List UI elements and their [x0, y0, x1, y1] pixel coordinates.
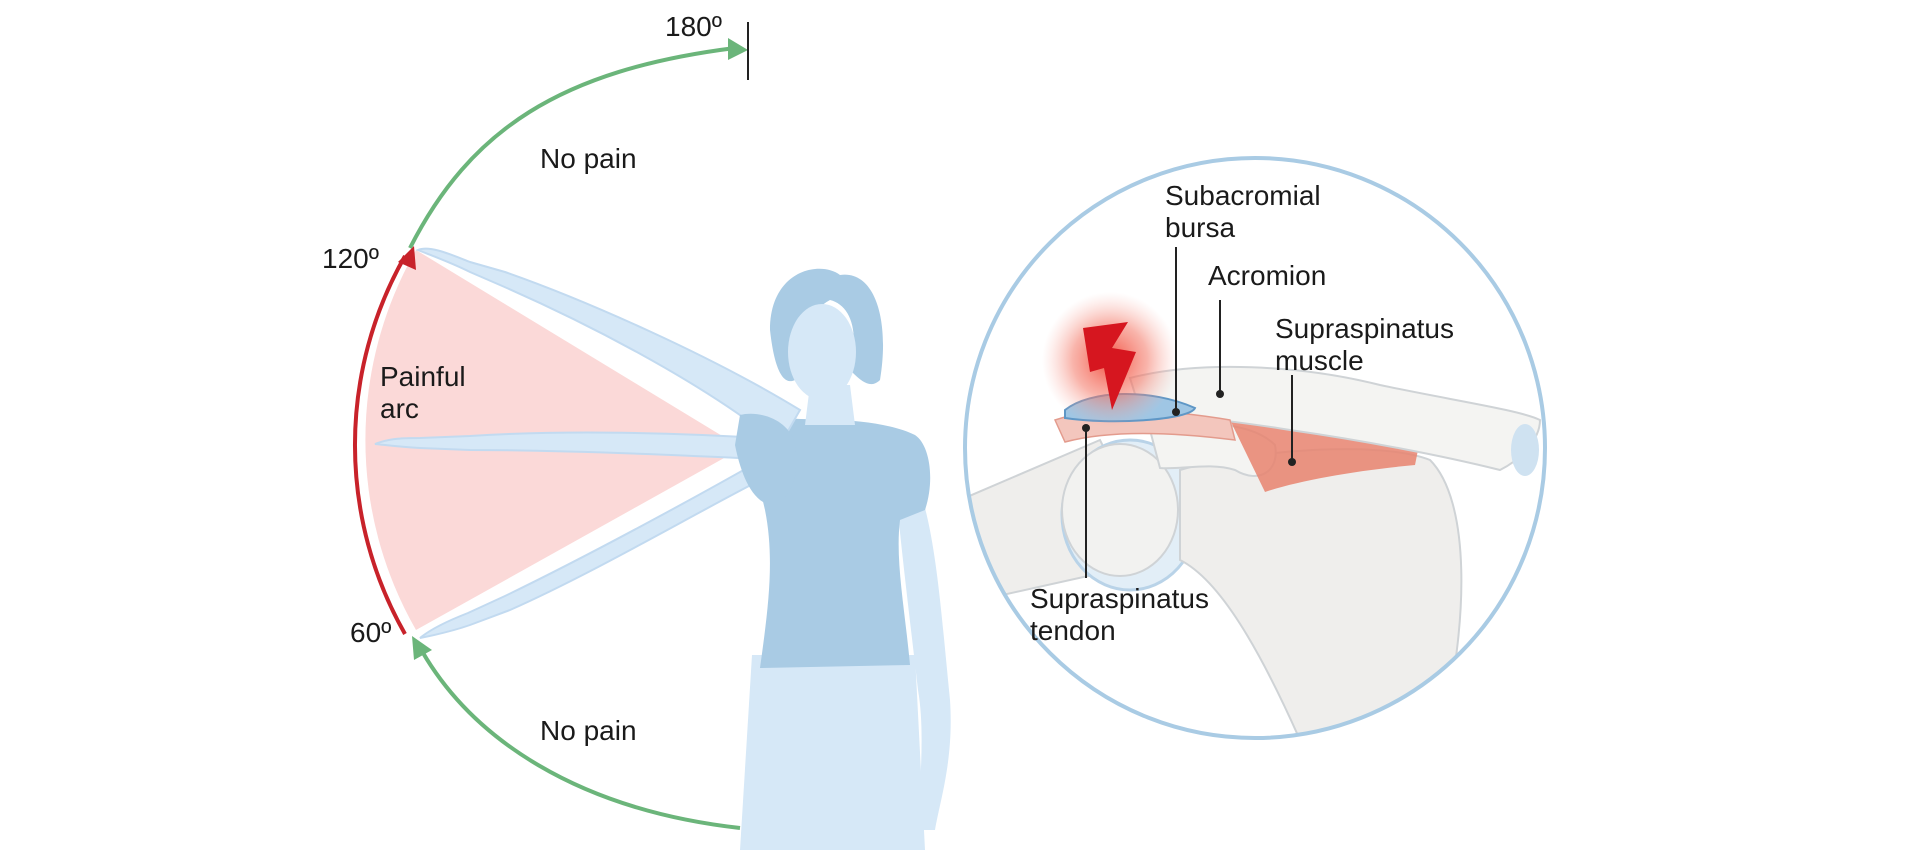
painful-arc-line	[353, 255, 407, 635]
angle-180-label: 180º	[665, 11, 722, 42]
arrow-60-head	[412, 636, 432, 660]
no-pain-bottom-label: No pain	[540, 715, 637, 746]
arrow-180-head	[728, 38, 748, 60]
acromion-label: Acromion	[1208, 260, 1326, 291]
bursa-label-line2: bursa	[1165, 212, 1235, 243]
tendon-label-line1: Supraspinatus	[1030, 583, 1209, 614]
angle-120-label: 120º	[322, 243, 379, 274]
bursa-label-line1: Subacromial	[1165, 180, 1321, 211]
angle-60-label: 60º	[350, 617, 391, 648]
shoulder-inset	[963, 156, 1547, 740]
arrow-120-head	[398, 246, 416, 270]
woman-figure	[740, 268, 951, 850]
painful-arc-label-line2: arc	[380, 393, 419, 424]
inset-ring	[963, 156, 1547, 740]
tendon-label-line2: tendon	[1030, 615, 1116, 646]
muscle-label-line1: Supraspinatus	[1275, 313, 1454, 344]
no-pain-arc-bottom	[416, 643, 741, 830]
no-pain-arc-top	[408, 46, 736, 249]
no-pain-top-label: No pain	[540, 143, 637, 174]
arm-positions	[374, 247, 802, 639]
muscle-label-line2: muscle	[1275, 345, 1364, 376]
pain-lightning-icon	[1083, 322, 1136, 410]
painful-arc-label-line1: Painful	[380, 361, 466, 392]
